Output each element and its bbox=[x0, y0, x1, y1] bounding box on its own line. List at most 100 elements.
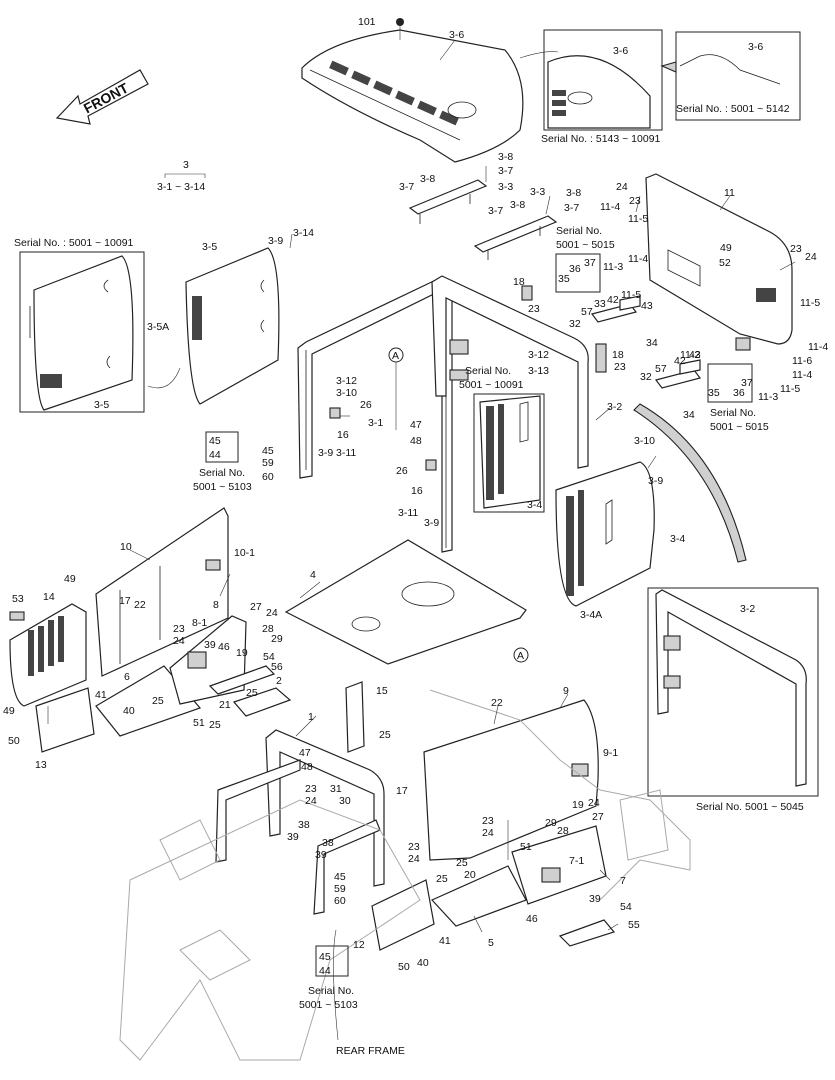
label-11-3b: 11-3 bbox=[603, 261, 623, 273]
label-3-12a: 3-12 bbox=[336, 375, 357, 387]
label-37b: 37 bbox=[741, 377, 753, 389]
serial-5001-10091-mid: Serial No. bbox=[465, 365, 511, 377]
label-15: 15 bbox=[376, 685, 388, 697]
label-51b: 51 bbox=[520, 841, 532, 853]
label-3-2: 3-2 bbox=[607, 401, 622, 413]
label-3-4: 3-4 bbox=[670, 533, 685, 545]
door-12 bbox=[371, 879, 435, 951]
label-5: 5 bbox=[488, 937, 494, 949]
label-3-12b: 3-12 bbox=[528, 349, 549, 361]
label-22a: 22 bbox=[134, 599, 146, 611]
label-8: 8 bbox=[213, 599, 219, 611]
bracket-53 bbox=[9, 611, 25, 621]
label-50b: 50 bbox=[398, 961, 410, 973]
label-40b: 40 bbox=[417, 957, 429, 969]
label-11-4c: 11-4 bbox=[792, 369, 812, 381]
label-24e: 24 bbox=[305, 795, 317, 807]
serial-5001-5015-b2: 5001 ~ 5015 bbox=[710, 421, 769, 433]
serial-5001-10091-left: Serial No. : 5001 ~ 10091 bbox=[14, 237, 134, 249]
serial-5001-5015-a2: 5001 ~ 5015 bbox=[556, 239, 615, 251]
label-35a: 35 bbox=[558, 273, 570, 285]
label-10-1: 10-1 bbox=[234, 547, 255, 559]
label-3-6: 3-6 bbox=[449, 29, 464, 41]
label-24b: 24 bbox=[805, 251, 817, 263]
label-38b: 38 bbox=[322, 837, 334, 849]
label-31: 31 bbox=[330, 783, 342, 795]
label-3-6c: 3-6 bbox=[748, 41, 763, 53]
label-24c: 24 bbox=[173, 635, 185, 647]
label-11-5c: 11-5 bbox=[780, 383, 800, 395]
label-3-3b: 3-3 bbox=[530, 186, 545, 198]
label-18a: 18 bbox=[513, 276, 525, 288]
label-51a: 51 bbox=[193, 717, 205, 729]
label-52: 52 bbox=[719, 257, 731, 269]
label-48b: 48 bbox=[301, 761, 313, 773]
label-21: 21 bbox=[219, 699, 231, 711]
label-3-5A: 3-5A bbox=[147, 321, 169, 333]
ref-marker-a-bottom: A bbox=[517, 650, 524, 662]
label-3-8c: 3-8 bbox=[566, 187, 581, 199]
label-8-1: 8-1 bbox=[192, 617, 207, 629]
label-49c: 49 bbox=[3, 705, 15, 717]
serial-5001-5103-b2: 5001 ~ 5103 bbox=[299, 999, 358, 1011]
label-29b: 29 bbox=[545, 817, 557, 829]
label-59b: 59 bbox=[334, 883, 346, 895]
latch-parts-upper bbox=[590, 295, 641, 323]
label-3-9d: 3-9 bbox=[424, 517, 439, 529]
bracket-3-3-upper bbox=[408, 179, 488, 224]
label-11-4a: 11-4 bbox=[600, 201, 620, 213]
label-19b: 19 bbox=[572, 799, 584, 811]
label-11-2: 11-2 bbox=[680, 349, 700, 361]
leader-lines bbox=[47, 39, 796, 1041]
label-49b: 49 bbox=[64, 573, 76, 585]
label-23d: 23 bbox=[614, 361, 626, 373]
serial-5001-5142: Serial No. : 5001 ~ 5142 bbox=[676, 103, 790, 115]
label-11: 11 bbox=[724, 187, 735, 199]
label-26b: 26 bbox=[396, 465, 408, 477]
label-22b: 22 bbox=[491, 697, 503, 709]
label-3-10b: 3-10 bbox=[634, 435, 655, 447]
label-44a: 44 bbox=[209, 449, 221, 461]
label-20: 20 bbox=[464, 869, 476, 881]
label-23a: 23 bbox=[629, 195, 641, 207]
label-3-8d: 3-8 bbox=[510, 199, 525, 211]
label-3-7c: 3-7 bbox=[564, 202, 579, 214]
front-label: FRONT bbox=[81, 79, 131, 116]
label-11-5a: 11-5 bbox=[628, 213, 648, 225]
radiator-cover-11 bbox=[645, 173, 793, 351]
label-57a: 57 bbox=[581, 306, 593, 318]
label-3-11a: 3-11 bbox=[336, 447, 356, 459]
label-17b: 17 bbox=[396, 785, 408, 797]
serial-5001-5015-b: Serial No. bbox=[710, 407, 756, 419]
label-16b: 16 bbox=[411, 485, 423, 497]
label-11-4b: 11-4 bbox=[808, 341, 828, 353]
label-46a: 46 bbox=[218, 641, 230, 653]
label-23e: 23 bbox=[173, 623, 185, 635]
door-3-4 bbox=[555, 461, 655, 607]
label-24g: 24 bbox=[482, 827, 494, 839]
label-7: 7 bbox=[620, 875, 626, 887]
label-14: 14 bbox=[43, 591, 55, 603]
group-header-3: 3 bbox=[183, 159, 189, 171]
label-3-6b: 3-6 bbox=[613, 45, 628, 57]
label-50a: 50 bbox=[8, 735, 20, 747]
cover-13 bbox=[35, 687, 95, 753]
detail-box-11-5015-b bbox=[707, 363, 753, 403]
detail-box-3-2 bbox=[647, 587, 819, 797]
label-39c: 39 bbox=[315, 849, 327, 861]
label-48a: 48 bbox=[410, 435, 422, 447]
plate-56 bbox=[208, 665, 276, 695]
label-46b: 46 bbox=[526, 913, 538, 925]
label-25d: 25 bbox=[379, 729, 391, 741]
label-3-9c: 3-9 bbox=[648, 475, 663, 487]
label-60b: 60 bbox=[334, 895, 346, 907]
label-36a: 36 bbox=[569, 263, 581, 275]
label-3-8a: 3-8 bbox=[498, 151, 513, 163]
label-24a: 24 bbox=[616, 181, 628, 193]
label-28a: 28 bbox=[262, 623, 274, 635]
label-45d: 45 bbox=[319, 951, 331, 963]
label-32a: 32 bbox=[569, 318, 581, 330]
label-25a: 25 bbox=[152, 695, 164, 707]
label-39a: 39 bbox=[204, 639, 216, 651]
